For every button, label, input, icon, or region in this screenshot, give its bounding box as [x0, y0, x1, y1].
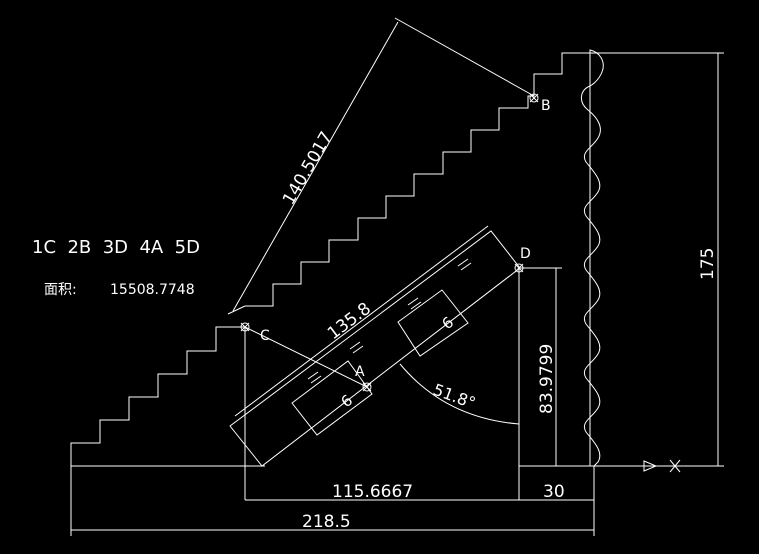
dim-140-ext-2 [394, 17, 535, 97]
angle-text: 51.8° [431, 380, 478, 413]
label-a: A [355, 364, 365, 380]
dim-175-text: 175 [698, 248, 718, 280]
dim-140-line [232, 21, 399, 312]
beam-hatch-ticks [307, 258, 472, 384]
label-c: C [260, 328, 270, 344]
beam-slot-1 [291, 360, 373, 436]
dim-839799-text: 83.9799 [537, 344, 557, 414]
right-wavy-wall [581, 49, 604, 467]
dim-140-ext-1 [227, 305, 246, 315]
dim-30-text: 30 [543, 482, 565, 502]
dim-2185-text: 218.5 [302, 512, 351, 532]
point-b-marker [529, 93, 539, 103]
ucs-x-icon [669, 459, 681, 473]
angle-arc [399, 363, 520, 425]
label-b: B [541, 98, 551, 114]
dim-6b-text: 6 [439, 313, 457, 333]
dim-1156667-text: 115.6667 [332, 482, 413, 502]
line-c-to-a [244, 326, 368, 388]
label-d: D [520, 246, 531, 262]
area-label: 面积: [44, 282, 77, 298]
point-a-marker [362, 382, 372, 392]
inclined-beam [229, 230, 521, 467]
point-d-marker [514, 263, 524, 273]
dim-140-text: 140.5017 [279, 128, 337, 208]
left-stair-profile [70, 326, 245, 466]
ucs-arrow-icon [643, 460, 658, 472]
dim-1358-line [234, 225, 489, 417]
area-value: 15508.7748 [110, 282, 195, 298]
answers-text: 1C 2B 3D 4A 5D [32, 237, 200, 258]
beam-slot-2 [397, 289, 469, 357]
point-c-marker [240, 322, 250, 332]
